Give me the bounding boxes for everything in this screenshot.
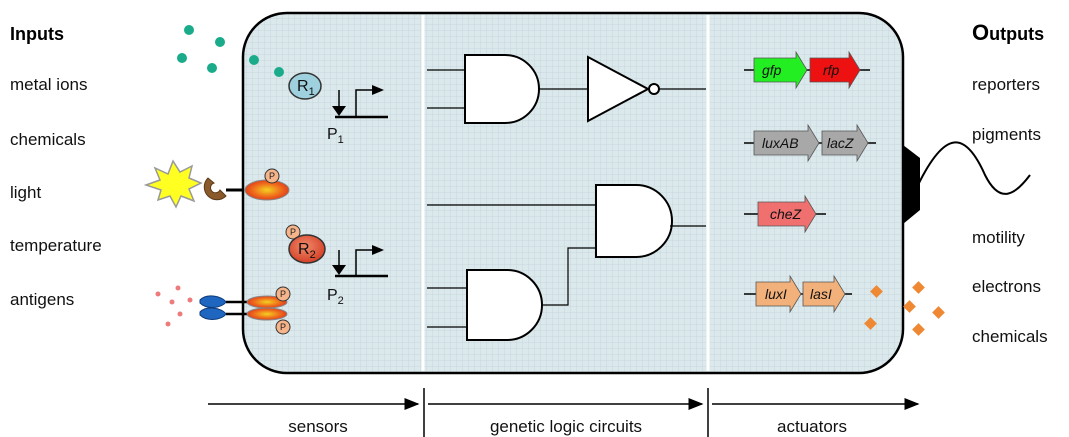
- promoter-p2-label: P2: [327, 287, 344, 307]
- phospho-icon: [275, 319, 291, 335]
- gene-luxab-label: luxAB: [762, 135, 799, 151]
- inputs-panel: Inputs metal ions chemicals light temper…: [10, 24, 102, 309]
- and-gate: [595, 184, 673, 258]
- regulator-r1-label: R1: [297, 78, 315, 98]
- phospho-label: P: [280, 322, 286, 332]
- gene-chez: [757, 194, 817, 234]
- label-actuators: actuators: [777, 417, 847, 436]
- light-sensor: P: [143, 159, 290, 209]
- gene-lasi: [802, 274, 846, 314]
- flagellum: [903, 141, 1031, 224]
- gene-lacz-label: lacZ: [827, 135, 854, 151]
- not-gate: [587, 55, 651, 123]
- gene-luxi: [755, 274, 802, 314]
- input-chemicals: chemicals: [10, 130, 86, 149]
- label-sensors: sensors: [288, 417, 348, 436]
- and-gate: [466, 269, 543, 341]
- phospho-icon: [285, 224, 301, 240]
- light-burst-icon: [143, 159, 203, 209]
- input-antigens: antigens: [10, 290, 74, 309]
- promoter-p1-label: P1: [327, 126, 344, 146]
- gene-lasi-label: lasI: [810, 286, 832, 302]
- output-pigments: pigments: [972, 125, 1041, 144]
- input-metal-ions: metal ions: [10, 75, 87, 94]
- gene-luxab: [753, 123, 820, 163]
- gene-gfp: [753, 50, 808, 90]
- gene-chez-label: cheZ: [770, 206, 802, 222]
- input-temperature: temperature: [10, 236, 102, 255]
- regulator-r2: [288, 234, 326, 264]
- phospho-icon: [264, 168, 280, 184]
- gene-luxi-label: luxI: [765, 286, 787, 302]
- antigen-sensor: P P: [155, 285, 291, 335]
- label-genetic-logic-circuits: genetic logic circuits: [490, 417, 642, 436]
- gene-rfp: [809, 50, 861, 90]
- output-chemicals: chemicals: [972, 327, 1048, 346]
- input-light: light: [10, 183, 41, 202]
- stage-axis: sensors genetic logic circuits actuators: [208, 388, 920, 437]
- logic-circuits: [427, 54, 706, 341]
- and-gate: [464, 54, 540, 124]
- regulator-r1: [288, 72, 322, 100]
- phospho-icon: [275, 286, 291, 302]
- outputs-heading: Outputs: [972, 20, 1044, 45]
- inputs-heading: Inputs: [10, 24, 64, 44]
- output-electrons: electrons: [972, 277, 1041, 296]
- metal-ion-dots: [177, 25, 284, 77]
- regulator-r2-label: R2: [298, 241, 316, 261]
- outputs-panel: Outputs reporters pigments motility elec…: [972, 20, 1048, 346]
- output-reporters: reporters: [972, 75, 1040, 94]
- gene-rfp-label: rfp: [823, 62, 840, 78]
- gene-lacz: [821, 123, 869, 163]
- antigen-dots: [155, 285, 193, 327]
- gene-gfp-label: gfp: [762, 62, 782, 78]
- output-motility: motility: [972, 228, 1025, 247]
- phospho-label: P: [280, 289, 286, 299]
- sensor-promoter-1: R1 P1: [288, 72, 388, 146]
- actuators: gfp rfp luxAB lacZ cheZ luxI lasI: [744, 50, 876, 314]
- sensor-promoter-2: P R2 P2: [285, 224, 388, 307]
- phospho-label: P: [269, 171, 275, 181]
- phospho-label: P: [290, 227, 296, 237]
